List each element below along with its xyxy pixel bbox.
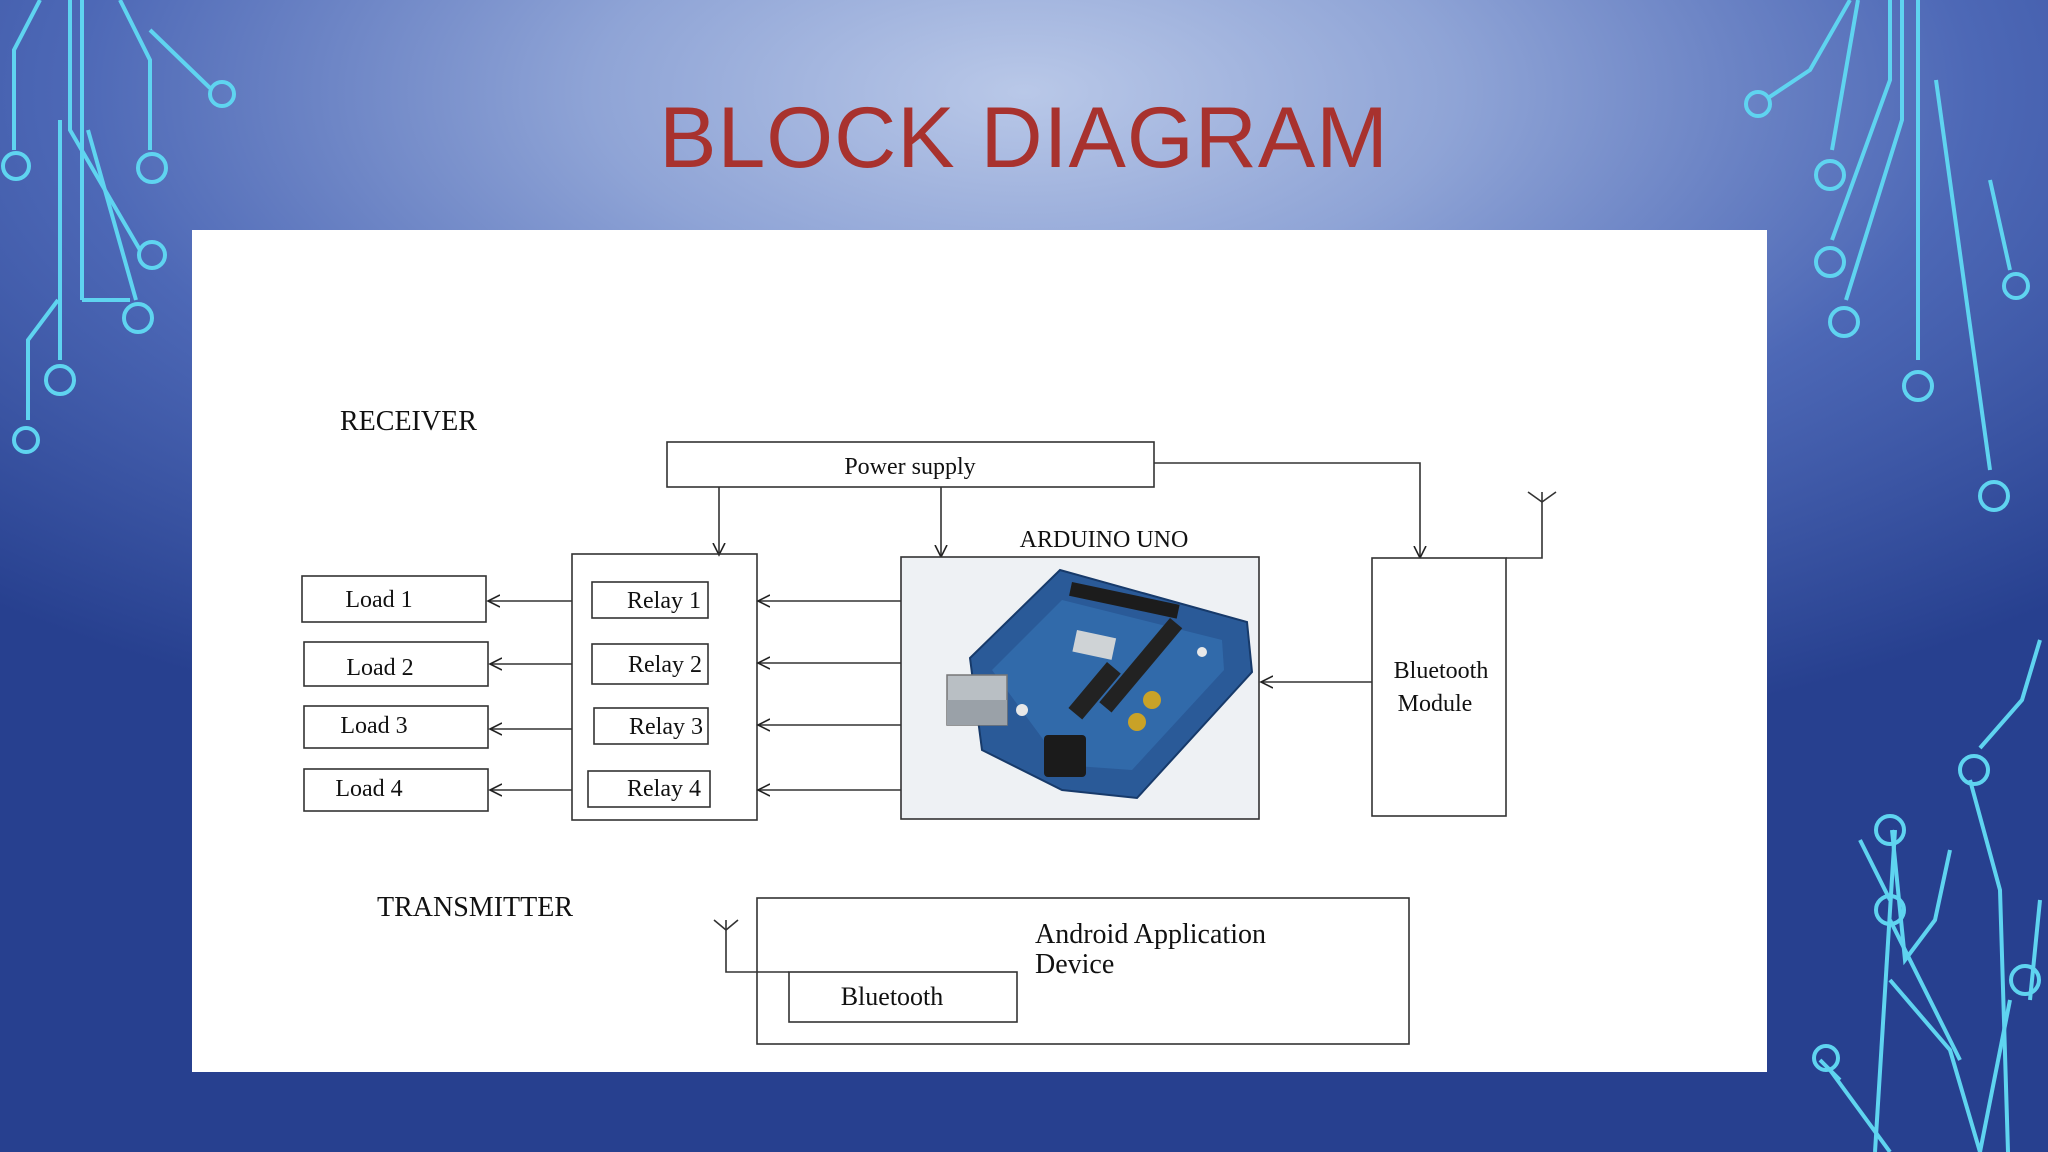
arduino-board-image [946,568,1254,800]
relay-to-load-connections [488,601,572,790]
relay-2-label: Relay 2 [628,652,702,678]
receiver-antenna-icon [1506,491,1557,559]
relay-2-block: Relay 2 [591,643,709,685]
relay-1-block: Relay 1 [591,581,709,619]
power-supply-label: Power supply [844,454,975,480]
circuit-decoration-left [1,0,236,454]
relay-3-label: Relay 3 [629,714,703,740]
relay-1-label: Relay 1 [627,588,701,614]
load-1-label: Load 1 [345,587,412,613]
relay-4-label: Relay 4 [627,776,701,802]
receiver-label: RECEIVER [340,406,477,437]
load-4-label: Load 4 [335,776,402,802]
load-1-block: Load 1 [301,575,487,623]
relay-group-block [571,553,758,821]
slide-title: BLOCK DIAGRAM [659,90,1389,186]
bluetooth-module-label-line1: Bluetooth [1394,658,1489,684]
load-3-block: Load 3 [303,705,489,749]
load-2-label: Load 2 [346,655,413,681]
bluetooth-module-block [1371,557,1507,817]
bluetooth-transmitter-label: Bluetooth [841,982,944,1011]
relay-4-block: Relay 4 [587,770,711,808]
bluetooth-transmitter-block [788,971,1018,1023]
load-3-label: Load 3 [340,713,407,739]
relay-3-block: Relay 3 [593,707,709,745]
power-supply-block [666,441,1155,488]
load-2-block: Load 2 [303,641,489,687]
transmitter-antenna-icon [713,919,789,973]
block-diagram: RECEIVER TRANSMITTER Power supply ARDUIN… [301,406,1557,1045]
android-device-label-line2: Device [1035,949,1114,980]
block-diagram-panel: RECEIVER TRANSMITTER Power supply ARDUIN… [192,230,1767,1072]
circuit-decoration-right [1744,0,2042,1152]
arduino-label: ARDUINO UNO [1020,527,1189,553]
transmitter-label: TRANSMITTER [377,892,573,923]
power-connections [719,462,1420,558]
bluetooth-module-label-line2: Module [1398,691,1473,717]
android-device-label-line1: Android Application [1035,919,1266,950]
load-4-block: Load 4 [303,768,489,812]
arduino-to-relay-connections [758,601,901,790]
